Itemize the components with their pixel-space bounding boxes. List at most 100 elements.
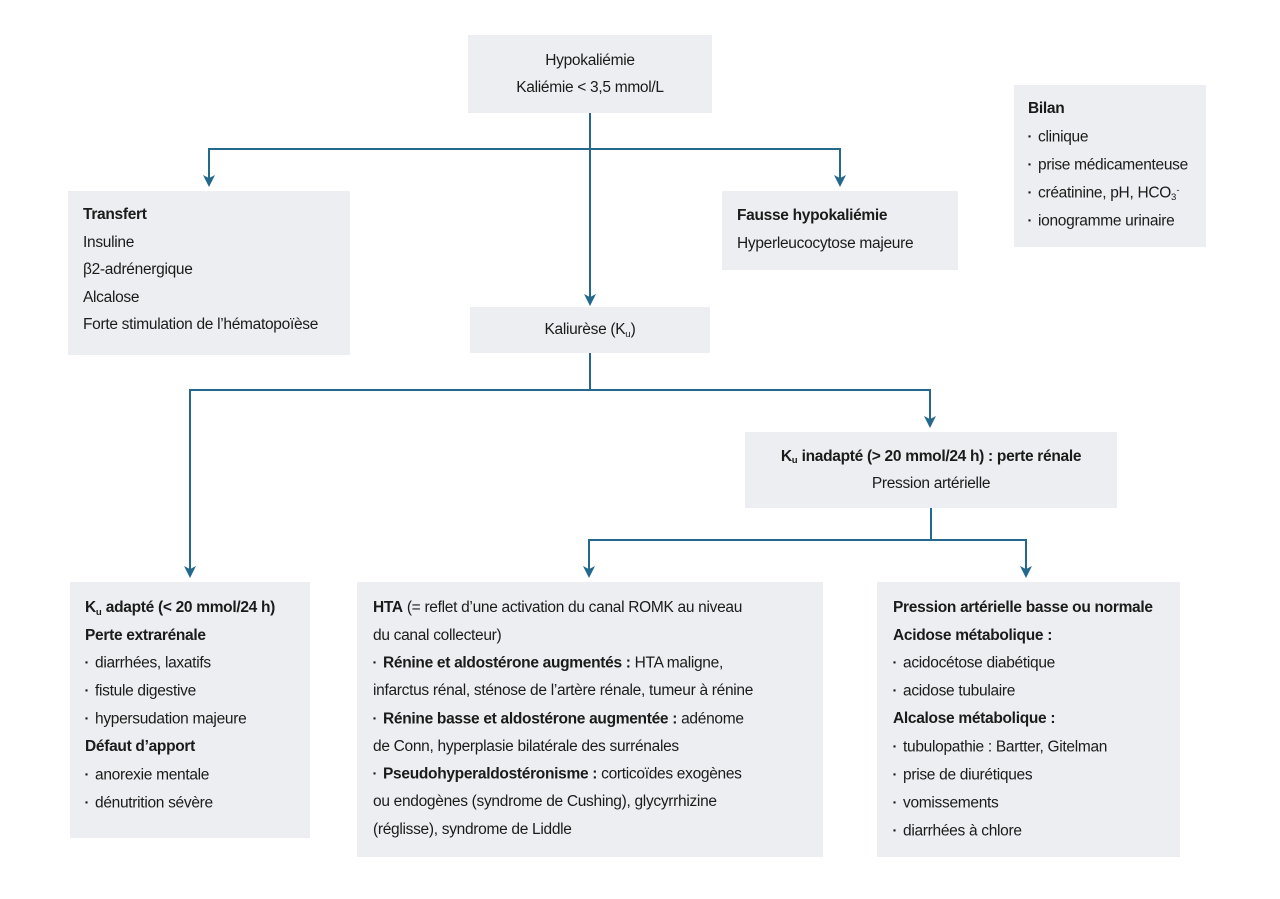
text-line: ▪ acidose tubulaire (893, 677, 1175, 705)
bullet-icon: ▪ (373, 657, 377, 667)
text-segment: β2-adrénergique (83, 261, 193, 278)
text-line: Bilan (1028, 95, 1200, 123)
text-segment: Pression artérielle (871, 475, 991, 492)
text-segment: ) (630, 321, 636, 339)
text-segment: tubulopathie : Bartter, Gitelman (903, 738, 1108, 755)
text-line: ▪ diarrhées, laxatifs (85, 649, 305, 677)
text-segment: K (85, 599, 96, 616)
text-line: ▪vomissements (893, 789, 1175, 817)
text-segment: anorexie mentale (95, 766, 210, 783)
text-segment: (réglisse), syndrome de Liddle (373, 820, 572, 838)
text-segment: Fausse hypokaliémie (737, 207, 888, 224)
text-segment: Rénine basse et aldostérone augmentée : (383, 710, 678, 727)
text-segment: Alcalose métabolique : (893, 710, 1056, 727)
text-line: ▪acidocétose diabétique (893, 649, 1175, 677)
bullet-icon: ▪ (1028, 214, 1032, 225)
text-line: ▪diarrhées à chlore (893, 817, 1175, 845)
text-segment: HTA maligne, (630, 654, 724, 672)
text-segment: acidose tubulaire (903, 682, 1016, 700)
text-segment: Pression artérielle basse ou normale (893, 599, 1153, 616)
node-ku-inadapte-perte-renale: Ku inadapté (> 20 mmol/24 h) : perte rén… (745, 432, 1117, 508)
text-segment: diarrhées à chlore (903, 822, 1022, 839)
bullet-icon: ▪ (893, 657, 897, 667)
text-line: Alcalose métabolique : (893, 705, 1175, 733)
text-segment: créatinine, pH, HCO (1038, 184, 1172, 201)
text-segment: adénome (677, 710, 744, 727)
text-segment: Rénine et aldostérone augmentés : (383, 654, 631, 672)
bullet-icon: ▪ (85, 657, 89, 667)
text-line: Kaliurèse (Ku) (470, 316, 710, 344)
text-line: Insuline (83, 229, 344, 257)
text-segment: Bilan (1028, 100, 1065, 117)
edge-hypokaliemie-to-fausse (590, 148, 846, 187)
text-line: Alcalose (83, 284, 344, 312)
node-hta: HTA (= reflet d’une activation du canal … (357, 582, 823, 857)
text-line: ▪hypersudation majeure (85, 705, 305, 733)
text-segment: Perte extrarénale (85, 626, 206, 644)
text-line: ▪ Rénine et aldostérone augmentés : HTA m… (373, 649, 817, 677)
text-line: Hypokaliémie (468, 47, 712, 75)
text-segment: diarrhées, laxatifs (95, 654, 211, 672)
text-segment: 3 (1171, 191, 1177, 203)
text-line: infarctus rénal, sténose de l’artère rén… (373, 677, 817, 705)
text-line: Pression artérielle (745, 470, 1117, 498)
text-segment: dénutrition sévère (95, 794, 213, 811)
text-line: HTA (= reflet d’une activation du canal … (373, 594, 817, 622)
text-segment: Hypokaliémie (545, 51, 635, 69)
node-ku-adapte-perte-extrarenale: Ku adapté (< 20 mmol/24 h) Perte extrarén… (70, 582, 310, 838)
text-line: Défaut d’apport (85, 733, 305, 761)
bullet-icon: ▪ (893, 740, 897, 751)
edge-hypokaliemie-to-transfert (203, 148, 590, 187)
text-line: ▪ionogramme urinaire (1028, 207, 1200, 235)
bullet-icon: ▪ (373, 768, 377, 778)
text-segment: ou endogènes (syndrome de Cushing), glyc… (373, 793, 717, 810)
text-line: Forte stimulation de l’hématopoïèse (83, 311, 344, 339)
bullet-icon: ▪ (85, 768, 89, 779)
bullet-icon: ▪ (1028, 158, 1032, 169)
text-line: ▪Rénine basse et aldostérone augmentée :… (373, 705, 817, 733)
text-line: de Conn, hyperplasie bilatérale des surr… (373, 733, 817, 761)
text-segment: clinique (1038, 128, 1089, 145)
text-segment: (= reflet d’une activation du canal ROMK… (402, 599, 743, 616)
text-line: Hyperleucocytose majeure (737, 230, 952, 258)
text-line: ▪fistule digestive (85, 677, 305, 705)
text-line: ▪Pseudohyperaldostéronisme : corticoïdes… (373, 760, 817, 788)
text-segment: u (625, 328, 631, 340)
edge-kaliurese-to-ku-adapte (184, 353, 591, 578)
text-segment: Alcalose (83, 288, 140, 306)
text-segment: Kaliurèse (K (544, 321, 626, 339)
text-segment: prise médicamenteuse (1038, 156, 1188, 173)
text-line: ▪ dénutrition sévère (85, 789, 305, 817)
text-segment: K (780, 447, 792, 465)
text-segment: inadapté (> 20 mmol/24 h) : perte rénale (797, 447, 1082, 465)
edge-ku-inadapte-to-hta (583, 508, 932, 578)
text-segment: u (95, 606, 102, 618)
text-segment: vomissements (903, 794, 999, 811)
text-line: β2-adrénergique (83, 256, 344, 284)
text-line: Acidose métabolique : (893, 622, 1175, 650)
text-segment: - (1176, 184, 1180, 196)
text-line: ▪ clinique (1028, 123, 1200, 151)
text-line: ▪ tubulopathie : Bartter, Gitelman (893, 733, 1175, 761)
bullet-icon: ▪ (1028, 130, 1032, 141)
text-segment: Forte stimulation de l’hématopoïèse (83, 316, 319, 333)
text-segment: du canal collecteur) (373, 626, 502, 644)
text-segment: Transfert (83, 206, 147, 223)
text-segment: adapté (< 20 mmol/24 h) (101, 599, 276, 616)
text-segment: Hyperleucocytose majeure (737, 234, 914, 252)
text-line: ▪créatinine, pH, HCO3- (1028, 179, 1200, 207)
text-segment: Défaut d’apport (85, 738, 196, 755)
bullet-icon: ▪ (893, 685, 897, 695)
text-line: Perte extrarénale (85, 622, 305, 650)
text-segment: de Conn, hyperplasie bilatérale des surr… (373, 737, 679, 755)
text-line: Fausse hypokaliémie (737, 202, 952, 230)
text-segment: fistule digestive (95, 682, 196, 700)
text-segment: Kaliémie < 3,5 mmol/L (516, 79, 664, 96)
text-segment: hypersudation majeure (95, 710, 247, 728)
bullet-icon: ▪ (85, 796, 89, 807)
text-segment: HTA (373, 599, 403, 616)
